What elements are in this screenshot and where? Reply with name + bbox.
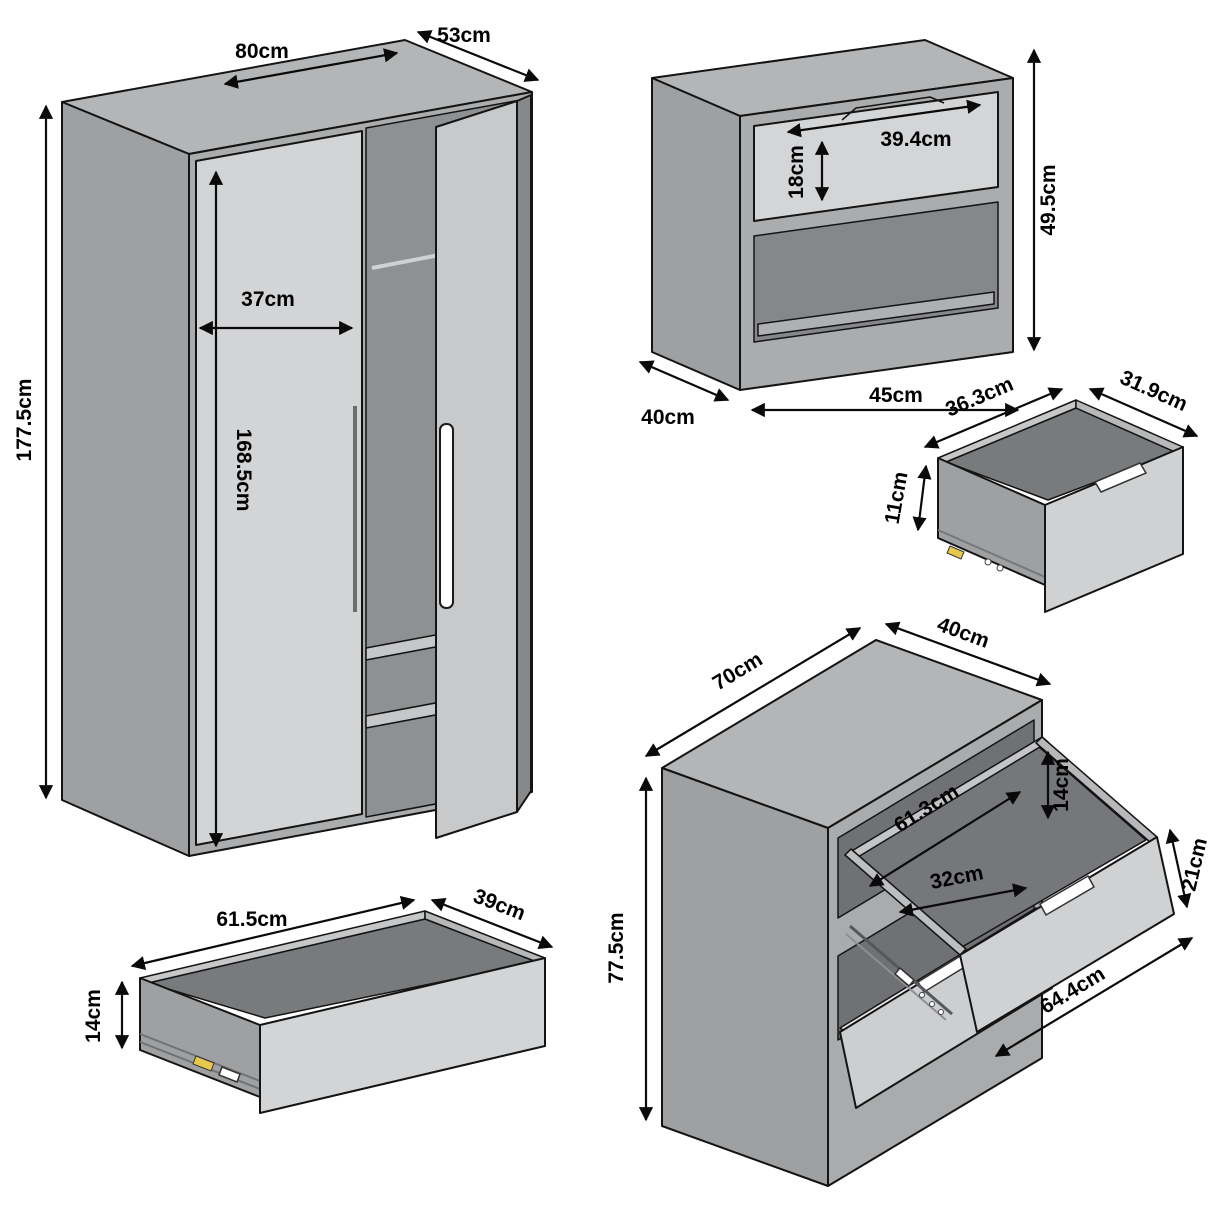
dimension-arrow bbox=[884, 621, 1052, 687]
dimension-arrow bbox=[416, 30, 540, 82]
small-drawer-hardware bbox=[946, 545, 965, 560]
wardrobe-depth-label: 53cm bbox=[437, 24, 491, 47]
large-drawer-height-dim: 14cm bbox=[82, 980, 130, 1050]
wardrobe-depth-dim: 53cm bbox=[416, 24, 540, 82]
wardrobe-left-door bbox=[195, 130, 363, 846]
nightstand-drawer-inner-height-label: 18cm bbox=[785, 145, 808, 199]
nightstand-depth-dim: 40cm bbox=[638, 360, 730, 429]
chest-depth-label: 40cm bbox=[934, 613, 992, 653]
dimension-arrow bbox=[1165, 828, 1192, 909]
small-drawer-hardware-dot bbox=[996, 564, 1004, 572]
large-drawer-hardware bbox=[192, 1055, 215, 1072]
large-drawer-figure: 61.5cm 39cm 14cm bbox=[82, 885, 554, 1114]
dimension-arrow bbox=[868, 791, 1022, 887]
small-drawer-depth-label: 31.9cm bbox=[1116, 366, 1190, 416]
small-drawer-handle bbox=[1093, 462, 1148, 493]
wardrobe-height-label: 177.5cm bbox=[13, 379, 36, 462]
wardrobe-door-width-dim: 37cm bbox=[198, 288, 354, 336]
dimension-arrow bbox=[912, 464, 932, 532]
wardrobe-figure: 80cm 53cm 177.5cm 37cm 168.5cm bbox=[13, 24, 540, 857]
dimension-arrow bbox=[638, 360, 730, 402]
wardrobe-open-door-edge bbox=[516, 94, 532, 813]
dimension-arrow bbox=[898, 883, 1028, 917]
wardrobe-side-face bbox=[61, 101, 190, 857]
wardrobe-open-door-handle bbox=[439, 423, 454, 609]
small-drawer-width-label: 36.3cm bbox=[942, 373, 1017, 422]
dimension-arrow bbox=[223, 48, 399, 89]
large-drawer-hardware bbox=[218, 1066, 241, 1083]
chest-top-drawer-handle bbox=[1038, 874, 1096, 917]
nightstand-drawer-inner-width-dim: 39.4cm bbox=[786, 99, 982, 151]
chest-drawer-front-height-dim: 21cm bbox=[1165, 828, 1212, 909]
dimension-arrow bbox=[1088, 387, 1199, 438]
large-drawer-height-label: 14cm bbox=[82, 989, 105, 1043]
chest-slide-hardware-dot bbox=[919, 992, 925, 998]
wardrobe-door-width-label: 37cm bbox=[241, 288, 295, 311]
large-drawer-width-dim: 61.5cm bbox=[130, 895, 416, 971]
large-drawer-width-label: 61.5cm bbox=[216, 908, 287, 931]
dimension-arrow bbox=[644, 627, 862, 757]
chest-height-label: 77.5cm bbox=[605, 912, 628, 983]
small-drawer-height-dim: 11cm bbox=[881, 464, 932, 532]
dimension-arrow bbox=[923, 387, 1064, 449]
nightstand-drawer-inner-height-dim: 18cm bbox=[785, 140, 830, 202]
dimension-arrow bbox=[130, 895, 416, 971]
wardrobe-height-dim: 177.5cm bbox=[13, 104, 54, 800]
large-drawer-front-panel bbox=[259, 957, 546, 1114]
wardrobe-width-dim: 80cm bbox=[223, 40, 399, 89]
chest-slide-hardware-dot bbox=[929, 1001, 935, 1007]
nightstand-height-label: 49.5cm bbox=[1037, 164, 1060, 235]
chest-figure: 70cm 40cm 77.5cm 61.3cm 32cm 14cm 21cm bbox=[605, 613, 1212, 1187]
chest-slide-hardware bbox=[893, 966, 916, 988]
wardrobe-door-height-label: 168.5cm bbox=[232, 429, 255, 512]
wardrobe-width-label: 80cm bbox=[235, 40, 289, 63]
chest-height-dim: 77.5cm bbox=[605, 776, 654, 1122]
small-drawer-hardware-dot bbox=[984, 558, 992, 566]
small-drawer-height-label: 11cm bbox=[881, 470, 913, 526]
nightstand-side-face bbox=[651, 77, 741, 391]
dimension-arrow bbox=[430, 898, 554, 949]
nightstand-figure: 39.4cm 18cm 49.5cm 40cm 45cm bbox=[638, 39, 1060, 429]
chest-slide-hardware-dot bbox=[938, 1009, 944, 1015]
nightstand-depth-label: 40cm bbox=[641, 406, 695, 429]
nightstand-height-dim: 49.5cm bbox=[1026, 48, 1060, 352]
nightstand-shelf-floor bbox=[757, 291, 995, 337]
nightstand-drawer-inner-width-label: 39.4cm bbox=[880, 128, 951, 151]
small-drawer-figure: 36.3cm 31.9cm 11cm bbox=[881, 366, 1199, 613]
wardrobe-open-door bbox=[435, 100, 518, 839]
small-drawer-slide-rail bbox=[937, 529, 1046, 578]
dimension-arrow bbox=[786, 99, 982, 138]
chest-drawer-front-height-label: 21cm bbox=[1177, 836, 1211, 894]
dimension-arrow bbox=[994, 937, 1194, 1057]
nightstand-width-label: 45cm bbox=[869, 384, 923, 407]
wardrobe-door-height-dim: 168.5cm bbox=[208, 170, 255, 848]
chest-drawer-inner-height-dim: 14cm bbox=[1040, 750, 1073, 820]
chest-side-face bbox=[661, 767, 829, 1187]
chest-slide-rail bbox=[845, 933, 947, 1021]
chest-drawer-inner-height-label: 14cm bbox=[1050, 758, 1073, 812]
